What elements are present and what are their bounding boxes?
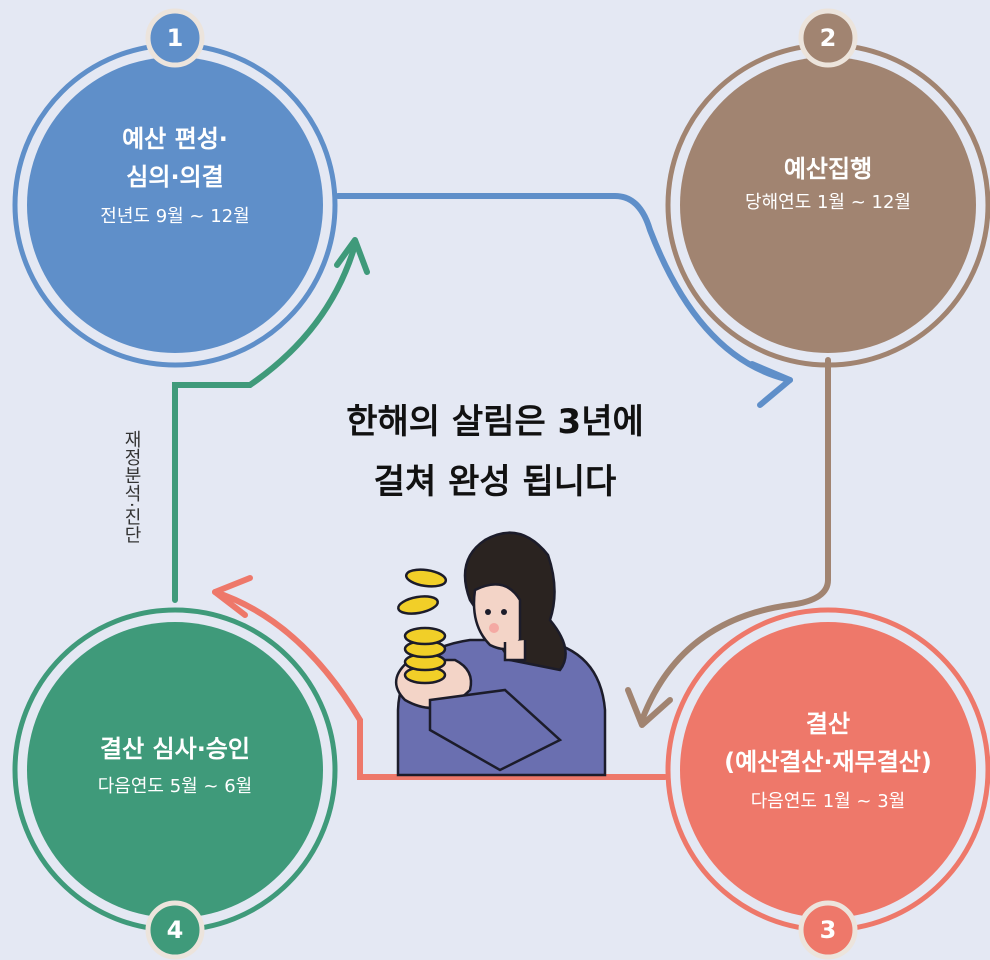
center-title: 한해의 살림은 3년에 걸쳐 완성 됩니다: [300, 392, 690, 512]
step3-circle: [665, 607, 990, 960]
step2-number-badge: 2: [819, 24, 837, 52]
step3-title-line-2: (예산결산·재무결산): [724, 748, 932, 776]
step4-number-badge: 4: [166, 916, 184, 944]
step4-period: 다음연도 5월 ~ 6월: [97, 776, 253, 797]
step2-period: 당해연도 1월 ~ 12월: [745, 192, 911, 213]
step2-circle: [665, 8, 990, 368]
arrow-head-brown: [625, 687, 673, 728]
step3-text: 결산 (예산결산·재무결산) 다음연도 1월 ~ 3월: [698, 705, 958, 817]
step1-circle: [12, 8, 338, 368]
step3-number-badge: 3: [819, 916, 837, 944]
step3-title-line-1: 결산: [805, 710, 851, 738]
arrow-step2-to-step3: [639, 357, 831, 723]
step2-text: 예산집행 당해연도 1월 ~ 12월: [698, 150, 958, 218]
arrow-step4-to-step1: [172, 242, 358, 603]
arrow-step3-to-step4: [212, 589, 668, 780]
step1-number-badge: 1: [166, 24, 184, 52]
side-label-financial-analysis: 재정분석·진단: [121, 430, 142, 544]
step2-title-line-1: 예산집행: [783, 155, 873, 183]
step3-period: 다음연도 1월 ~ 3월: [750, 791, 906, 812]
arrow-head-red: [212, 575, 253, 618]
person-with-coins-illustration: [395, 531, 607, 777]
step1-text: 예산 편성· 심의·의결 전년도 9월 ~ 12월: [45, 120, 305, 232]
step1-title-line-2: 심의·의결: [126, 163, 224, 191]
step4-circle: [12, 607, 338, 960]
step1-period: 전년도 9월 ~ 12월: [100, 206, 250, 227]
arrow-head-blue: [749, 361, 793, 408]
center-title-line-2: 걸쳐 완성 됩니다: [373, 462, 617, 502]
step1-title-line-1: 예산 편성·: [122, 125, 228, 153]
step4-title-line-1: 결산 심사·승인: [100, 735, 250, 763]
step4-text: 결산 심사·승인 다음연도 5월 ~ 6월: [45, 730, 305, 802]
arrow-step1-to-step2: [335, 193, 793, 383]
center-title-line-1: 한해의 살림은 3년에: [346, 402, 644, 442]
arrow-head-green: [334, 237, 370, 275]
